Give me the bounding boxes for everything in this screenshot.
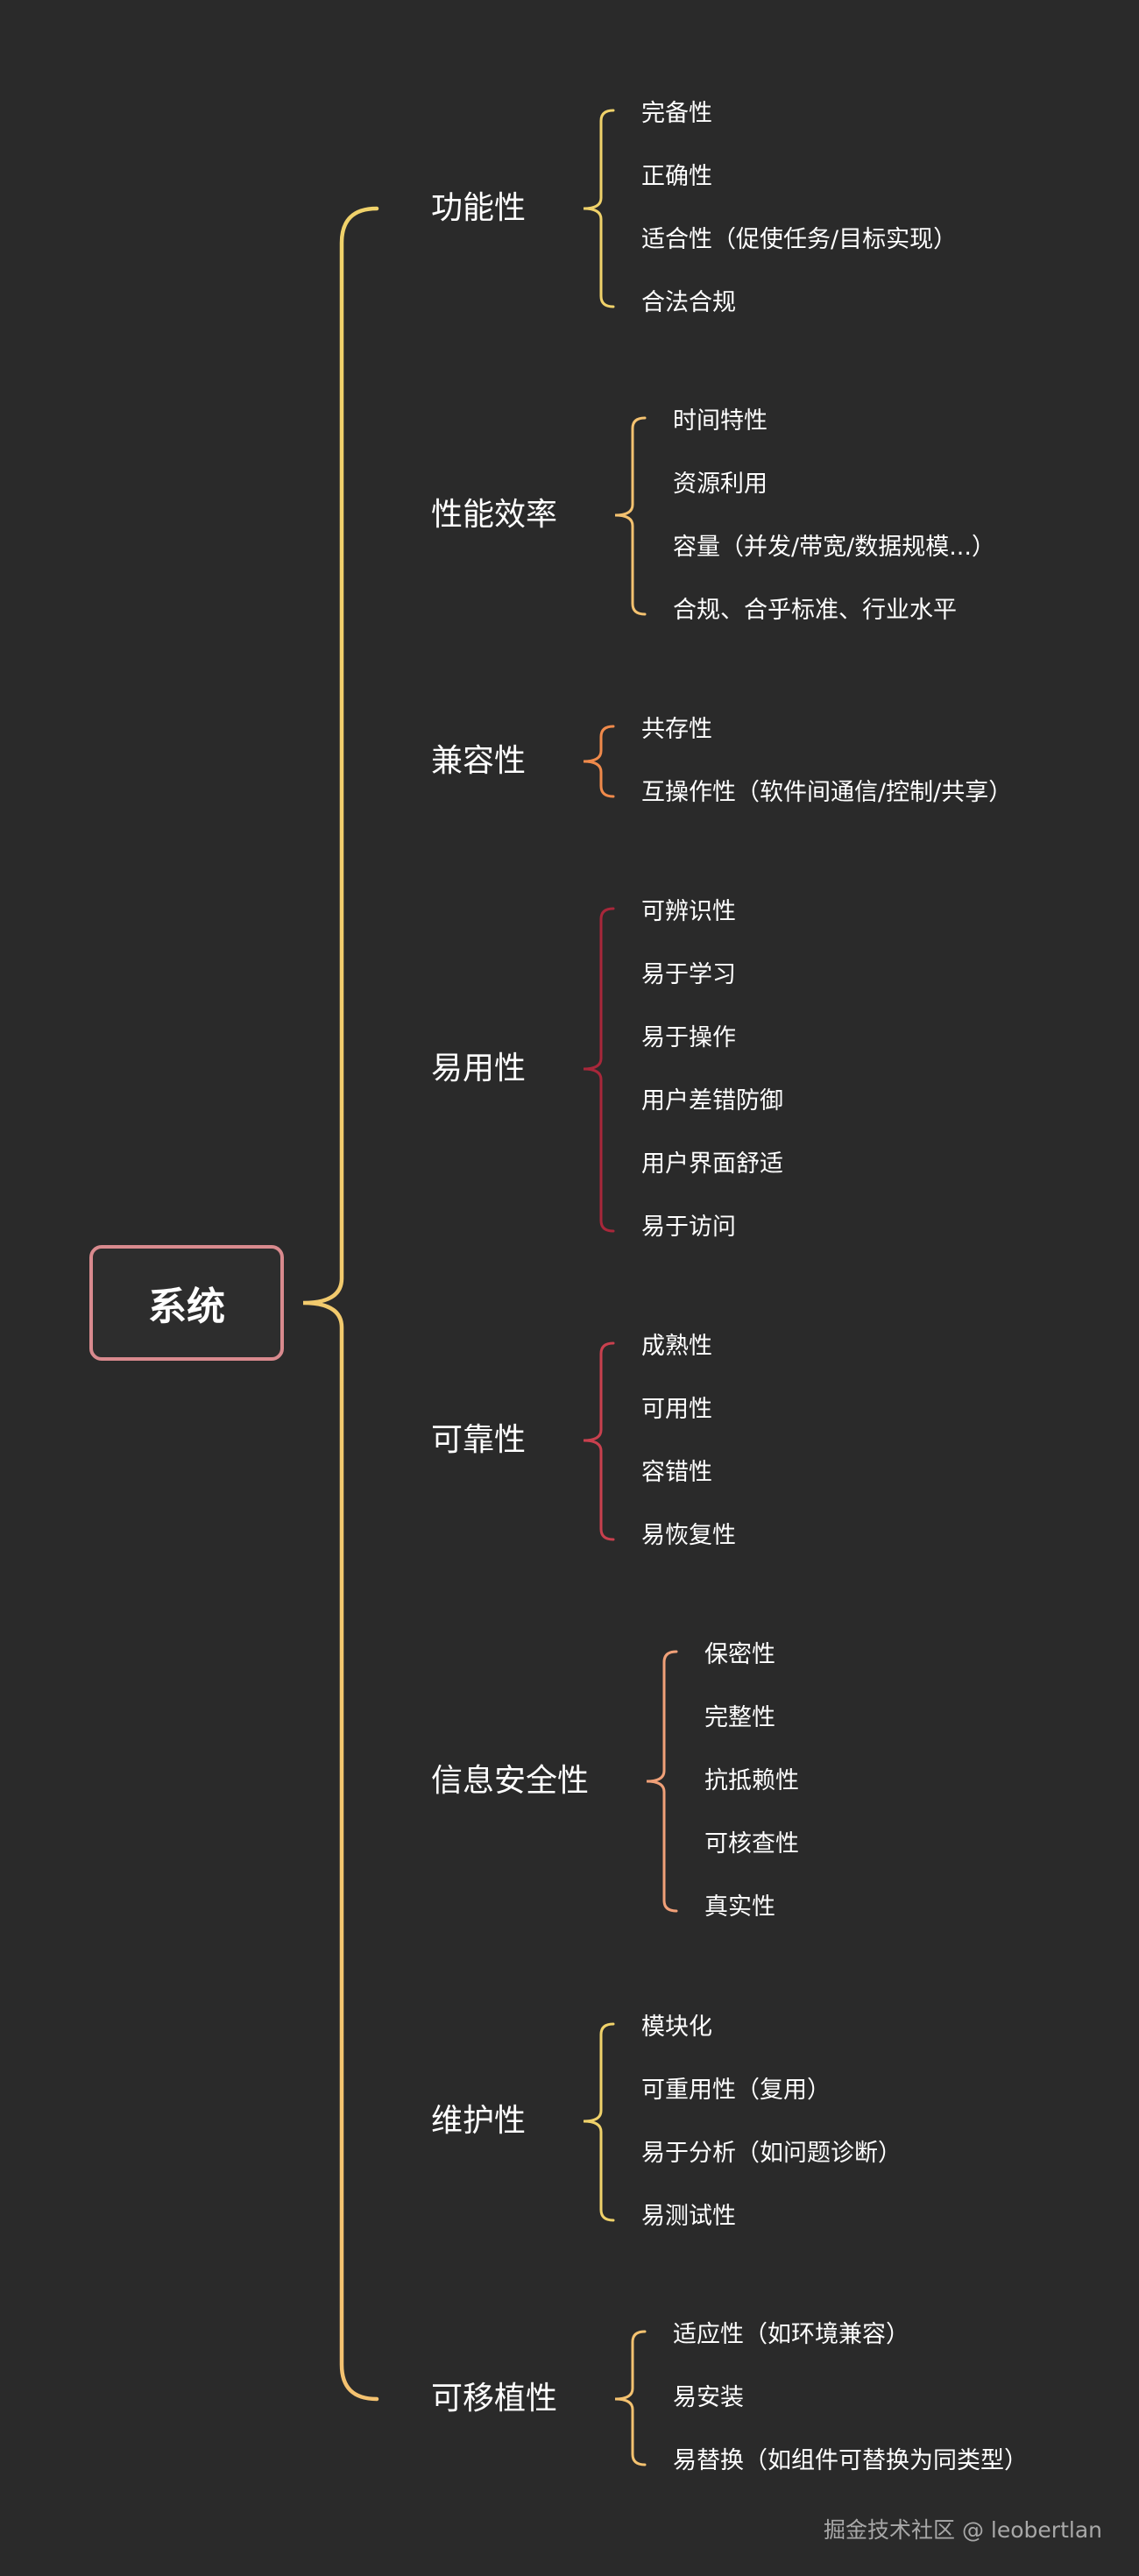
root-node[interactable]: 系统	[89, 1245, 284, 1361]
leaf-node[interactable]: 适应性（如环境兼容）	[673, 2321, 909, 2348]
sub-brace	[583, 907, 615, 1233]
sub-brace	[583, 2022, 615, 2222]
leaf-node[interactable]: 易恢复性	[641, 1522, 736, 1549]
leaf-node[interactable]: 用户界面舒适	[641, 1150, 783, 1178]
leaf-node[interactable]: 抗抵赖性	[704, 1767, 799, 1794]
category-node[interactable]: 性能效率	[431, 497, 558, 533]
leaf-node[interactable]: 易安装	[673, 2384, 744, 2411]
sub-brace	[583, 1341, 615, 1541]
sub-brace	[614, 2330, 647, 2466]
leaf-node[interactable]: 时间特性	[673, 407, 768, 435]
leaf-node[interactable]: 用户差错防御	[641, 1087, 783, 1115]
category-node[interactable]: 功能性	[431, 190, 527, 226]
leaf-node[interactable]: 适合性（促使任务/目标实现）	[641, 226, 958, 253]
main-brace	[302, 206, 379, 2402]
sub-brace	[583, 109, 615, 308]
leaf-node[interactable]: 完整性	[704, 1704, 775, 1731]
leaf-node[interactable]: 易替换（如组件可替换为同类型）	[673, 2447, 1028, 2474]
leaf-node[interactable]: 模块化	[641, 2013, 712, 2041]
leaf-node[interactable]: 容错性	[641, 1459, 712, 1486]
category-node[interactable]: 可靠性	[431, 1422, 527, 1458]
leaf-node[interactable]: 合规、合乎标准、行业水平	[673, 597, 957, 624]
leaf-node[interactable]: 成熟性	[641, 1333, 712, 1360]
category-node[interactable]: 易用性	[431, 1051, 527, 1086]
leaf-node[interactable]: 合法合规	[641, 289, 736, 316]
category-node[interactable]: 兼容性	[431, 743, 527, 779]
leaf-node[interactable]: 易于操作	[641, 1024, 736, 1051]
root-label: 系统	[148, 1284, 225, 1329]
leaf-node[interactable]: 可用性	[641, 1396, 712, 1423]
category-node[interactable]: 可移植性	[431, 2381, 558, 2417]
category-node[interactable]: 维护性	[431, 2103, 527, 2139]
sub-brace	[646, 1650, 678, 1913]
leaf-node[interactable]: 互操作性（软件间通信/控制/共享）	[641, 779, 1013, 806]
leaf-node[interactable]: 可辨识性	[641, 898, 736, 925]
leaf-node[interactable]: 完备性	[641, 100, 712, 127]
leaf-node[interactable]: 正确性	[641, 163, 712, 190]
watermark: 掘金技术社区 @ leobertlan	[824, 2517, 1102, 2543]
leaf-node[interactable]: 资源利用	[673, 471, 768, 498]
leaf-node[interactable]: 可核查性	[704, 1830, 799, 1858]
leaf-node[interactable]: 容量（并发/带宽/数据规模...）	[673, 534, 995, 561]
leaf-node[interactable]: 易于学习	[641, 961, 736, 988]
leaf-node[interactable]: 可重用性（复用）	[641, 2077, 831, 2104]
leaf-node[interactable]: 保密性	[704, 1641, 775, 1668]
leaf-node[interactable]: 易于分析（如问题诊断）	[641, 2140, 902, 2167]
leaf-node[interactable]: 易于访问	[641, 1214, 736, 1241]
leaf-node[interactable]: 易测试性	[641, 2203, 736, 2230]
sub-brace	[614, 416, 647, 616]
leaf-node[interactable]: 真实性	[704, 1893, 775, 1921]
category-node[interactable]: 信息安全性	[431, 1763, 590, 1799]
sub-brace	[583, 725, 615, 798]
leaf-node[interactable]: 共存性	[641, 716, 712, 743]
